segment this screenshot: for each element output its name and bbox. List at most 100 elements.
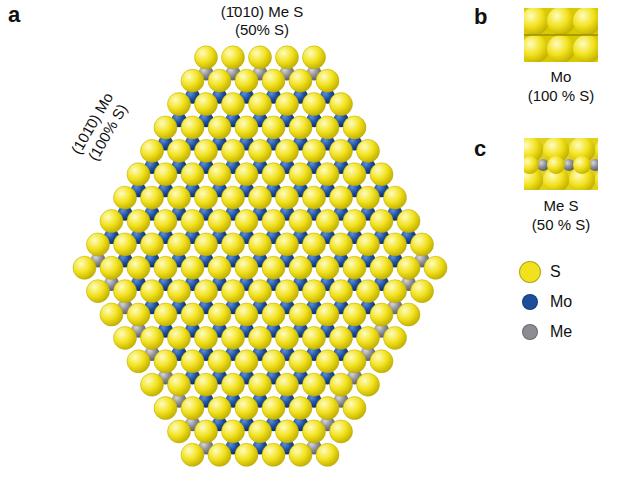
s-atom — [330, 280, 353, 303]
s-atom — [208, 69, 231, 92]
mo-edge-view — [524, 8, 598, 62]
s-atom — [524, 8, 549, 35]
coverage-label: (50% S) — [235, 21, 289, 39]
s-atom — [154, 210, 177, 233]
s-atom — [411, 233, 434, 256]
s-atom — [100, 210, 123, 233]
s-atom — [235, 163, 258, 186]
s-atom — [343, 163, 366, 186]
s-atom — [289, 163, 312, 186]
s-atom — [168, 280, 191, 303]
s-atom — [316, 256, 339, 279]
s-atom — [289, 69, 312, 92]
s-atom — [154, 397, 177, 420]
s-atom — [249, 186, 272, 209]
s-atom — [195, 373, 218, 396]
s-atom — [397, 256, 420, 279]
s-atom — [524, 35, 549, 62]
s-atom — [357, 373, 380, 396]
s-atom — [127, 163, 150, 186]
s-atom — [127, 303, 150, 326]
s-atom — [343, 210, 366, 233]
legend-text: Mo — [550, 292, 572, 312]
s-atom — [289, 350, 312, 373]
s-atom — [249, 233, 272, 256]
s-atom — [303, 93, 326, 116]
legend-swatch — [522, 324, 538, 340]
s-atom — [330, 326, 353, 349]
s-atom — [222, 46, 245, 69]
s-atom — [411, 280, 434, 303]
s-atom — [208, 256, 231, 279]
s-atom — [141, 139, 164, 162]
s-atom — [384, 186, 407, 209]
s-atom — [262, 69, 285, 92]
s-atom — [154, 303, 177, 326]
s-atom — [208, 350, 231, 373]
s-atom — [303, 46, 326, 69]
s-atom — [168, 93, 191, 116]
s-atom — [424, 256, 447, 279]
s-atom — [222, 139, 245, 162]
s-atom — [181, 256, 204, 279]
s-atom — [316, 163, 339, 186]
s-atom — [168, 326, 191, 349]
s-atom — [303, 186, 326, 209]
legend-swatch — [519, 261, 541, 283]
s-atom — [289, 116, 312, 139]
s-atom — [289, 443, 312, 466]
s-atom — [222, 233, 245, 256]
s-atom — [181, 163, 204, 186]
s-atom — [370, 256, 393, 279]
s-atom — [370, 210, 393, 233]
s-atom — [330, 233, 353, 256]
s-atom — [276, 46, 299, 69]
mos2-cluster — [73, 46, 447, 467]
s-atom — [235, 350, 258, 373]
s-atom — [249, 46, 272, 69]
s-atom — [141, 233, 164, 256]
s-atom — [154, 350, 177, 373]
s-atom — [303, 233, 326, 256]
s-atom — [195, 280, 218, 303]
s-atom — [208, 116, 231, 139]
s-atom — [222, 326, 245, 349]
s-atom — [573, 8, 598, 35]
s-atom — [384, 280, 407, 303]
s-atom — [276, 326, 299, 349]
s-atom — [262, 397, 285, 420]
s-atom — [357, 280, 380, 303]
s-atom — [181, 443, 204, 466]
s-atom — [343, 116, 366, 139]
s-atom — [127, 256, 150, 279]
edge-label: Me S — [543, 197, 578, 215]
s-atom — [181, 350, 204, 373]
s-atom — [249, 139, 272, 162]
s-atom — [397, 303, 420, 326]
s-atom — [154, 116, 177, 139]
s-atom — [343, 256, 366, 279]
s-atom — [235, 256, 258, 279]
s-atom — [370, 163, 393, 186]
s-atom — [357, 233, 380, 256]
edge-label: Mo — [551, 68, 572, 86]
s-atom — [276, 139, 299, 162]
s-atom — [208, 210, 231, 233]
s-atom — [357, 139, 380, 162]
s-atom — [249, 280, 272, 303]
s-atom — [262, 303, 285, 326]
s-atom — [168, 373, 191, 396]
s-atom — [249, 420, 272, 443]
s-atom — [127, 350, 150, 373]
s-atom — [208, 443, 231, 466]
s-atom — [235, 210, 258, 233]
s-atom — [343, 397, 366, 420]
me-edge-view — [524, 138, 598, 190]
s-atom — [114, 326, 137, 349]
s-atom — [195, 186, 218, 209]
s-atom — [276, 280, 299, 303]
s-atom — [370, 350, 393, 373]
s-atom — [168, 139, 191, 162]
s-atom — [547, 35, 575, 62]
s-atom — [195, 326, 218, 349]
